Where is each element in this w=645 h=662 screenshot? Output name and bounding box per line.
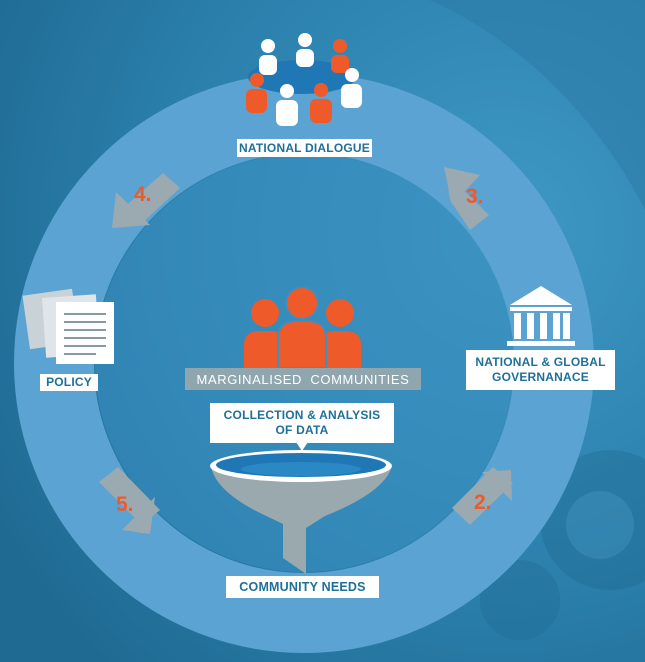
arrow-step-4-head: [112, 192, 150, 228]
collection-text-line2: OF DATA: [275, 423, 329, 437]
cycle-arrow-icon: [99, 167, 513, 534]
arrow-step-3-head: [444, 167, 480, 205]
policy-label: POLICY: [40, 374, 98, 391]
national-dialogue-text: NATIONAL DIALOGUE: [239, 140, 370, 155]
step-number-5: 5.: [116, 493, 134, 516]
arrow-step-2-head: [482, 470, 512, 501]
governance-text-line1: NATIONAL & GLOBAL: [475, 355, 606, 369]
national-dialogue-label: NATIONAL DIALOGUE: [237, 139, 372, 157]
people-group-icon: [244, 286, 361, 369]
policy-text: POLICY: [46, 375, 92, 389]
community-needs-label: COMMUNITY NEEDS: [226, 576, 379, 598]
meeting-table-icon: [246, 33, 362, 126]
funnel-icon: [210, 450, 392, 574]
marginalised-communities-label: MARGINALISED COMMUNITIES: [185, 368, 421, 390]
collection-analysis-label: COLLECTION & ANALYSIS OF DATA: [210, 403, 394, 443]
marginalised-text: MARGINALISED COMMUNITIES: [196, 371, 410, 387]
arrow-step-5-head: [122, 497, 155, 534]
documents-icon: [22, 288, 114, 364]
collection-text-line1: COLLECTION & ANALYSIS: [223, 408, 381, 422]
step-number-2: 2.: [474, 491, 492, 514]
government-building-icon: [507, 286, 575, 346]
community-needs-text: COMMUNITY NEEDS: [239, 579, 366, 594]
step-number-4: 4.: [134, 183, 152, 206]
governance-label: NATIONAL & GLOBAL GOVERNANACE: [466, 350, 615, 390]
collection-label-pointer: [296, 442, 308, 451]
governance-text-line2: GOVERNANACE: [492, 370, 589, 384]
step-number-3: 3.: [466, 185, 484, 208]
